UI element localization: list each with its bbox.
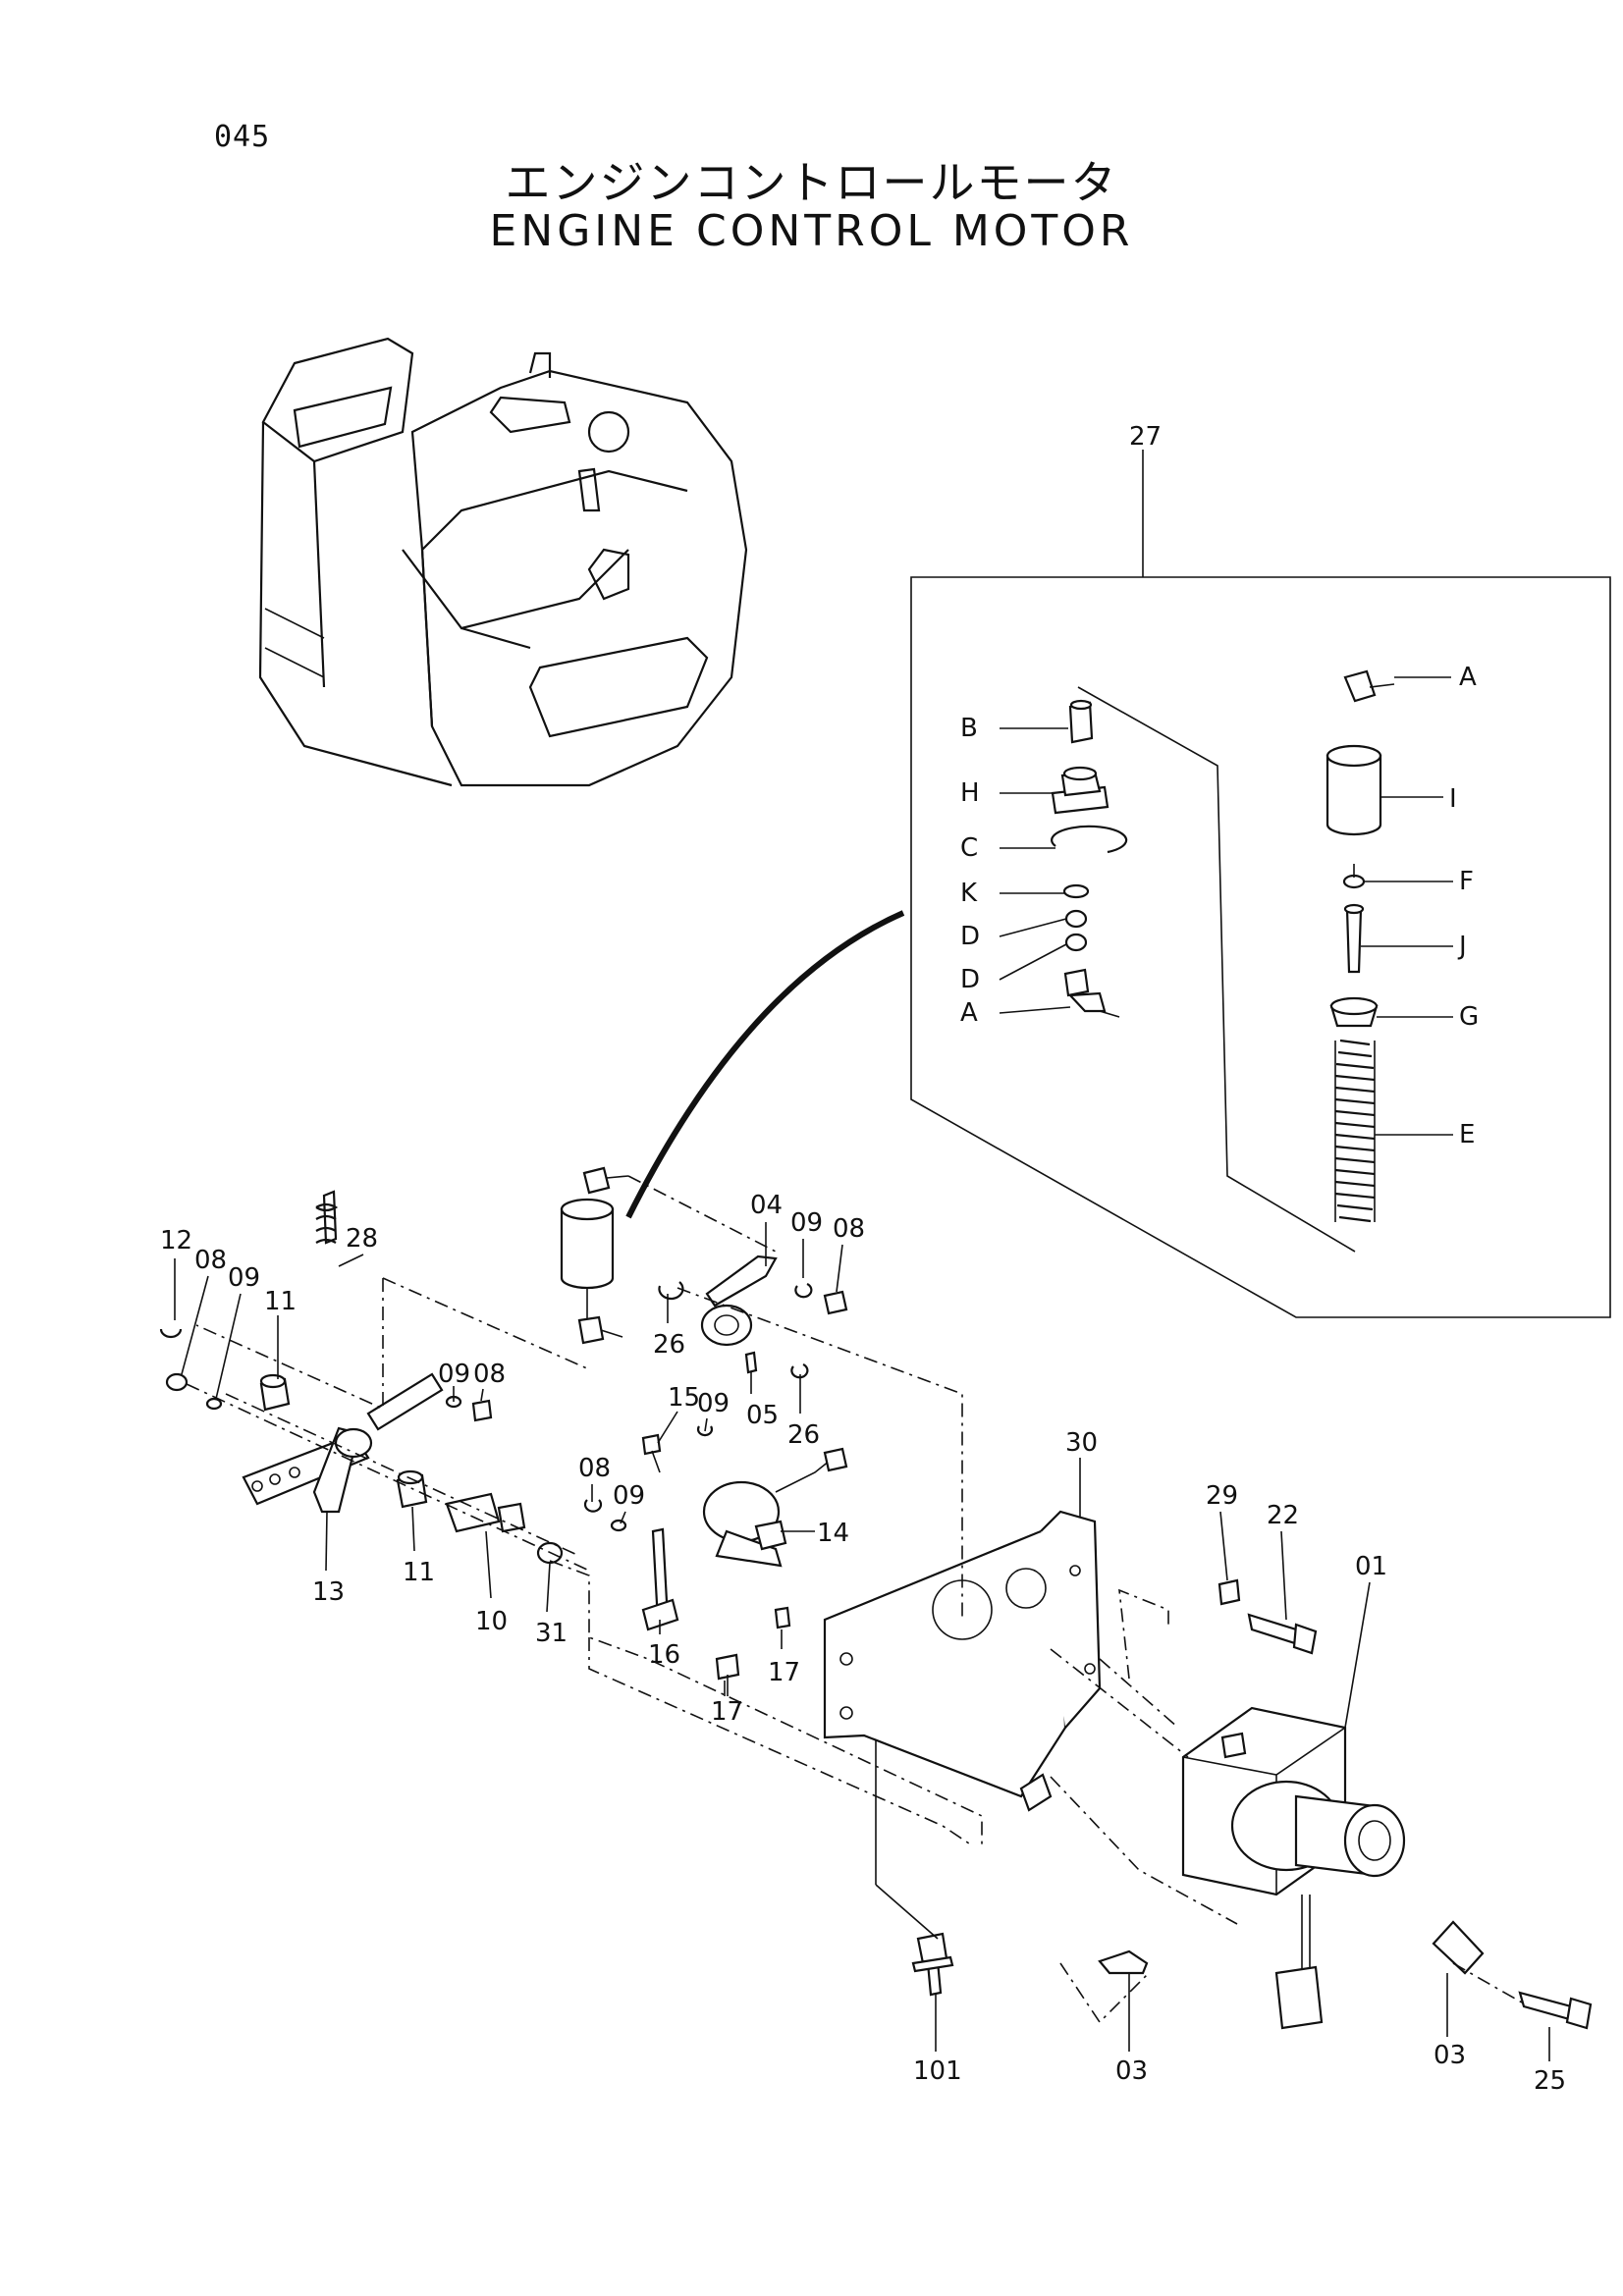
- label-31: 31: [535, 1619, 568, 1648]
- label-15: 15: [668, 1383, 700, 1413]
- page-number: 045: [214, 120, 271, 154]
- label-01: 01: [1355, 1552, 1387, 1581]
- label-asm-i: I: [1449, 784, 1457, 814]
- label-10: 10: [475, 1607, 508, 1636]
- machine-overview-illustration: [258, 337, 748, 787]
- sensor-14-assembly: [583, 1425, 848, 1696]
- label-08-c: 08: [833, 1214, 865, 1244]
- label-asm-d1: D: [960, 922, 980, 951]
- label-16: 16: [648, 1640, 680, 1670]
- label-09-b: 09: [438, 1360, 470, 1389]
- label-05: 05: [746, 1401, 779, 1430]
- label-09-e: 09: [613, 1481, 645, 1511]
- label-29: 29: [1206, 1481, 1238, 1511]
- label-14: 14: [817, 1519, 849, 1548]
- assembly-center-lines: [186, 1175, 1523, 2024]
- label-asm-h: H: [960, 778, 980, 808]
- label-26-a: 26: [653, 1330, 685, 1360]
- label-08-d: 08: [578, 1454, 611, 1483]
- label-asm-b: B: [960, 714, 978, 743]
- spring-e: [1334, 1039, 1376, 1223]
- assembly-parts-left: [1051, 699, 1128, 1018]
- label-27: 27: [1129, 422, 1162, 452]
- label-26-b: 26: [787, 1420, 820, 1450]
- motor-01: [1181, 1706, 1406, 2030]
- label-asm-k: K: [960, 879, 978, 908]
- control-cylinder: [560, 1166, 629, 1345]
- label-25: 25: [1534, 2066, 1566, 2096]
- label-08-a: 08: [194, 1246, 227, 1275]
- assembly-leaders: [999, 676, 1453, 1136]
- lever-04: [658, 1255, 848, 1379]
- label-asm-d2: D: [960, 965, 980, 994]
- label-17-a: 17: [768, 1658, 800, 1687]
- label-17-b: 17: [711, 1697, 743, 1727]
- assembly-labels: 27 A B H C K D D A I F J G E: [960, 422, 1479, 1149]
- label-03-b: 03: [1434, 2041, 1466, 2070]
- label-09-d: 09: [697, 1389, 730, 1418]
- lever-13-assembly: [159, 1190, 564, 1565]
- label-asm-e: E: [1459, 1120, 1475, 1149]
- label-30: 30: [1065, 1428, 1098, 1458]
- label-asm-f: F: [1459, 867, 1474, 896]
- label-09-a: 09: [228, 1263, 260, 1293]
- part-labels: 12 08 09 11 28 13 11 10 31 09 08 04 09 0…: [160, 1191, 1566, 2096]
- label-22: 22: [1267, 1501, 1299, 1530]
- label-asm-a-top: A: [1459, 663, 1477, 692]
- label-asm-a-bottom: A: [960, 998, 978, 1028]
- label-08-b: 08: [473, 1360, 506, 1389]
- title-japanese: エンジンコントロールモータ: [505, 156, 1118, 209]
- label-asm-c: C: [960, 833, 978, 863]
- assembly-parts-right: [1325, 669, 1395, 1223]
- label-12: 12: [160, 1226, 192, 1255]
- label-11-a: 11: [264, 1287, 297, 1316]
- title-english: ENGINE CONTROL MOTOR: [489, 206, 1134, 256]
- label-11-b: 11: [403, 1558, 435, 1587]
- label-asm-j: J: [1457, 932, 1467, 961]
- label-04: 04: [750, 1191, 783, 1220]
- label-28: 28: [346, 1224, 378, 1254]
- label-03-a: 03: [1115, 2056, 1148, 2086]
- label-09-c: 09: [790, 1208, 823, 1238]
- fasteners: [911, 1578, 1593, 2030]
- label-101: 101: [913, 2056, 962, 2086]
- label-asm-g: G: [1459, 1002, 1479, 1032]
- bracket-30: [823, 1510, 1102, 1812]
- main-leaders: [174, 1222, 1550, 2061]
- label-13: 13: [312, 1577, 345, 1607]
- assembly-27-box: [625, 450, 1611, 1318]
